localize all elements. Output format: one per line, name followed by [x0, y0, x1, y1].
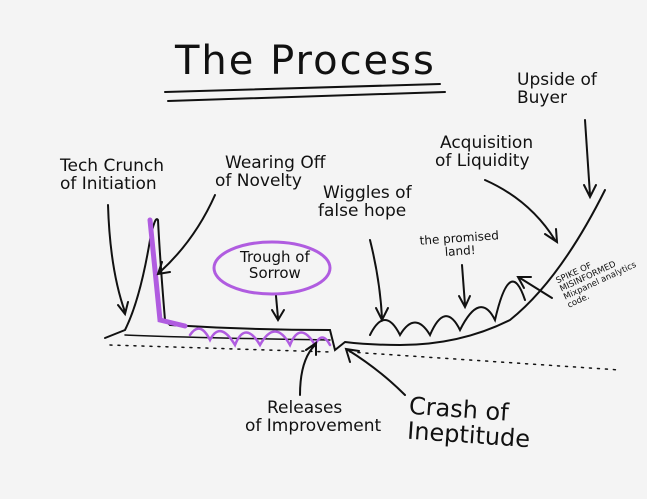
label-line: Wiggles of [323, 183, 412, 203]
label-wearing-off: Wearing Off of Novelty [215, 153, 326, 191]
label-releases: Releases of Improvement [245, 398, 382, 436]
arrow-tech-crunch [107, 204, 129, 317]
label-line: Wearing Off [225, 153, 326, 173]
highlight-trough-wiggles [188, 327, 332, 348]
arrow-wiggles [369, 239, 389, 323]
arrow-upside [583, 119, 597, 200]
label-upside: Upside of Buyer [517, 70, 597, 108]
label-line: Trough of [240, 248, 310, 266]
label-trough: Trough of Sorrow [240, 248, 310, 282]
arrow-crash [344, 347, 406, 396]
label-line: Upside of [517, 70, 597, 90]
label-line: Buyer [517, 87, 567, 108]
highlight-spike [147, 217, 188, 329]
wiggle-curve [369, 280, 526, 338]
label-line: of Novelty [215, 170, 302, 191]
title-underline [164, 83, 446, 102]
label-line: Tech Crunch [60, 156, 165, 176]
label-line: false hope [318, 200, 407, 221]
arrows [107, 119, 597, 396]
arrow-trough [271, 295, 285, 322]
label-line: Sorrow [248, 263, 301, 282]
label-line: of Initiation [60, 173, 157, 194]
arrow-acquisition [484, 179, 559, 244]
label-line: Acquisition [440, 133, 534, 153]
label-tech-crunch: Tech Crunch of Initiation [60, 156, 165, 194]
label-crash: Crash of Ineptitude [406, 392, 532, 454]
label-line: of Liquidity [435, 150, 530, 171]
label-wiggles: Wiggles of false hope [318, 183, 412, 221]
diagram-title: The Process [175, 38, 436, 84]
label-line: of Improvement [245, 415, 382, 436]
arrow-promised [458, 264, 471, 310]
arrow-releases [299, 341, 317, 396]
baseline-dots [109, 344, 621, 371]
label-line: Releases [267, 398, 343, 418]
arrow-wearing-off [156, 194, 216, 276]
trough-highlight-ellipse [212, 240, 332, 296]
label-acquisition: Acquisition of Liquidity [435, 133, 534, 171]
trough-base [124, 334, 331, 341]
arrow-spike [516, 276, 553, 299]
